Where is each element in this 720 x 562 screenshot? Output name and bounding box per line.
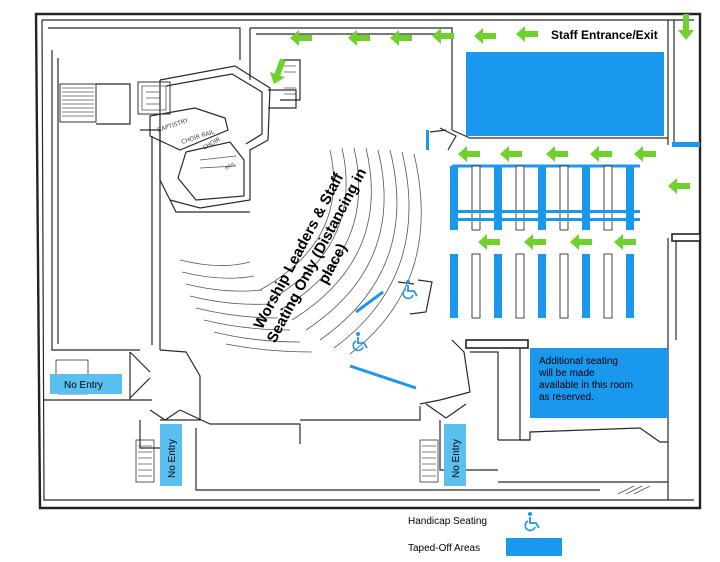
additional-seating-line4: as reserved. — [539, 392, 594, 403]
worship-label-line2: Seating Only (Distancing in — [264, 165, 371, 345]
lower-foyer — [135, 339, 668, 495]
arrow-icon — [634, 146, 656, 162]
arrow-icon — [516, 26, 538, 42]
additional-seating-line3: available in this room — [539, 380, 633, 391]
staff-entrance-label: Staff Entrance/Exit — [551, 28, 658, 42]
arrow-icon — [590, 146, 612, 162]
outer-walls — [34, 12, 702, 510]
right-pew-block-upper — [450, 164, 640, 231]
arrow-icon — [269, 58, 286, 84]
arrow-icon — [524, 234, 546, 250]
baptistry-label: BAPTISTRY — [156, 117, 189, 134]
legend-wheelchair-icon — [524, 512, 540, 532]
left-wing — [44, 50, 161, 401]
arrow-icon — [614, 234, 636, 250]
top-corridor — [249, 27, 668, 150]
legend-taped-label: Taped-Off Areas — [408, 543, 480, 554]
arrow-icon — [390, 30, 412, 46]
taped-off-area-top — [466, 52, 664, 136]
arrow-icon — [500, 146, 522, 162]
no-entry-box-left — [50, 374, 122, 394]
arrow-icon — [432, 28, 454, 44]
arrow-icon — [570, 234, 592, 250]
choir-area: BAPTISTRY CHOIR RAIL CHOIR RAIL — [137, 65, 297, 213]
no-entry-box-bottom-right — [444, 424, 466, 486]
legend-handicap-label: Handicap Seating — [408, 516, 487, 527]
arrow-icon — [546, 146, 568, 162]
rail-label: RAIL — [224, 161, 237, 172]
worship-leaders-label: Worship Leaders & Staff Seating Only (Di… — [251, 165, 371, 345]
arrow-icon — [478, 234, 500, 250]
arrow-icon — [290, 30, 312, 46]
wheelchair-icon — [352, 332, 368, 352]
taped-off-area-additional — [530, 348, 668, 418]
no-entry-label-bottom-right: No Entry — [451, 439, 462, 478]
wheelchair-icon — [402, 280, 418, 300]
no-entry-box-bottom-left — [160, 424, 182, 486]
arrow-icon — [458, 146, 480, 162]
legend-taped-swatch — [506, 538, 562, 556]
direction-arrows — [269, 14, 694, 250]
no-entry-label-bottom-left: No Entry — [167, 439, 178, 478]
right-pew-block-lower — [450, 253, 634, 319]
arrow-icon — [668, 178, 690, 194]
arrow-icon — [678, 14, 694, 40]
arrow-icon — [474, 28, 496, 44]
additional-seating-line2: will be made — [538, 368, 595, 379]
arrow-icon — [348, 30, 370, 46]
additional-seating-line1: Additional seating — [539, 356, 618, 367]
sanctuary-seating-rows — [179, 127, 457, 390]
no-entry-label-left: No Entry — [64, 380, 103, 391]
